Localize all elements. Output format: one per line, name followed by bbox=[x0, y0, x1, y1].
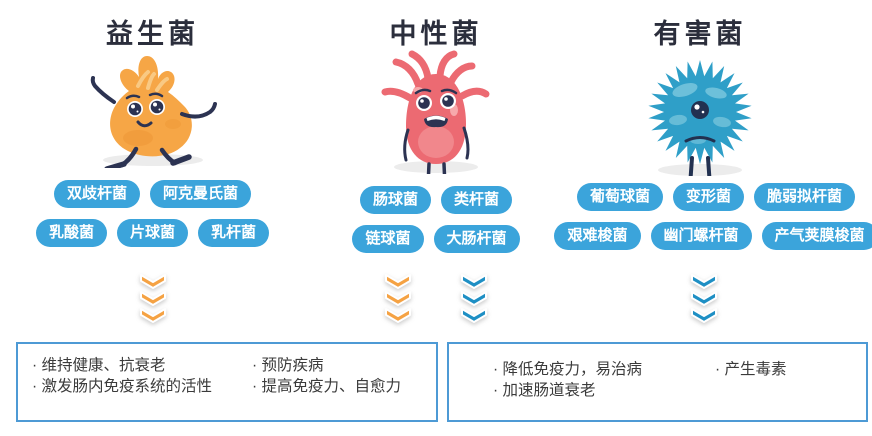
bacteria-pill: 阿克曼氏菌 bbox=[150, 180, 252, 208]
orange-chevron-down-icon bbox=[385, 274, 411, 323]
bacteria-pill: 双歧杆菌 bbox=[53, 180, 140, 208]
neutral-arrow-group bbox=[330, 273, 542, 325]
probiotics-arrow-group bbox=[10, 273, 295, 325]
bacteria-pill: 乳杆菌 bbox=[198, 219, 270, 247]
orange-bacteria-mascot-icon bbox=[78, 46, 228, 173]
bacteria-pill: 葡萄球菌 bbox=[576, 183, 663, 211]
benefits-text-column: · 维持健康、抗衰老 · 激发肠内免疫系统的活性 bbox=[32, 355, 212, 397]
bacteria-pill: 幽门螺杆菌 bbox=[650, 222, 752, 250]
bacteria-pill: 类杆菌 bbox=[441, 186, 513, 214]
column-neutral: 中性菌 bbox=[330, 0, 542, 340]
harm-item: · 降低免疫力，易治病 bbox=[493, 361, 642, 378]
benefit-item: · 预防疾病 bbox=[252, 357, 324, 374]
neutral-title: 中性菌 bbox=[389, 19, 483, 49]
harm-item: · 产生毒素 bbox=[715, 361, 787, 378]
blue-chevron-down-icon bbox=[461, 274, 487, 323]
benefits-text-column: · 预防疾病 · 提高免疫力、自愈力 bbox=[252, 355, 401, 397]
bacteria-pill: 大肠杆菌 bbox=[433, 225, 520, 253]
probiotics-pill-group: 双歧杆菌 阿克曼氏菌 乳酸菌 片球菌 乳杆菌 bbox=[10, 180, 295, 258]
column-harmful: 有害菌 葡萄球菌 变形 bbox=[554, 0, 872, 340]
benefits-box: · 维持健康、抗衰老 · 激发肠内免疫系统的活性 · 预防疾病 · 提高免疫力、… bbox=[16, 342, 438, 422]
harmful-arrow-group bbox=[556, 273, 852, 325]
benefit-item: · 提高免疫力、自愈力 bbox=[252, 378, 401, 395]
red-bacteria-mascot-icon bbox=[366, 46, 506, 188]
harms-box: · 降低免疫力，易治病 · 加速肠道衰老 · 产生毒素 bbox=[447, 342, 868, 422]
harmful-pill-group: 葡萄球菌 变形菌 脆弱拟杆菌 艰难梭菌 幽门螺杆菌 产气荚膜梭菌 bbox=[554, 183, 872, 261]
bacteria-pill: 片球菌 bbox=[116, 219, 188, 247]
harms-text-column: · 产生毒素 bbox=[715, 359, 786, 380]
orange-chevron-down-icon bbox=[139, 274, 166, 323]
probiotics-title: 益生菌 bbox=[106, 19, 199, 49]
benefit-item: · 维持健康、抗衰老 bbox=[32, 357, 166, 374]
harm-item: · 加速肠道衰老 bbox=[493, 382, 596, 399]
bacteria-pill: 链球菌 bbox=[352, 225, 424, 253]
neutral-pill-group: 肠球菌 类杆菌 链球菌 大肠杆菌 bbox=[330, 186, 542, 264]
bacteria-pill: 变形菌 bbox=[672, 183, 744, 211]
bacteria-pill: 产气荚膜梭菌 bbox=[761, 222, 872, 250]
bacteria-pill: 肠球菌 bbox=[359, 186, 431, 214]
harms-text-column: · 降低免疫力，易治病 · 加速肠道衰老 bbox=[493, 359, 642, 401]
blue-chevron-down-icon bbox=[691, 274, 717, 323]
column-probiotics: 益生菌 bbox=[10, 0, 295, 340]
bacteria-pill: 脆弱拟杆菌 bbox=[754, 183, 856, 211]
blue-bacteria-mascot-icon bbox=[630, 50, 770, 191]
harmful-title: 有害菌 bbox=[653, 19, 747, 49]
bacteria-pill: 乳酸菌 bbox=[35, 219, 107, 247]
bacteria-pill: 艰难梭菌 bbox=[554, 222, 641, 250]
benefit-item: · 激发肠内免疫系统的活性 bbox=[32, 378, 212, 395]
